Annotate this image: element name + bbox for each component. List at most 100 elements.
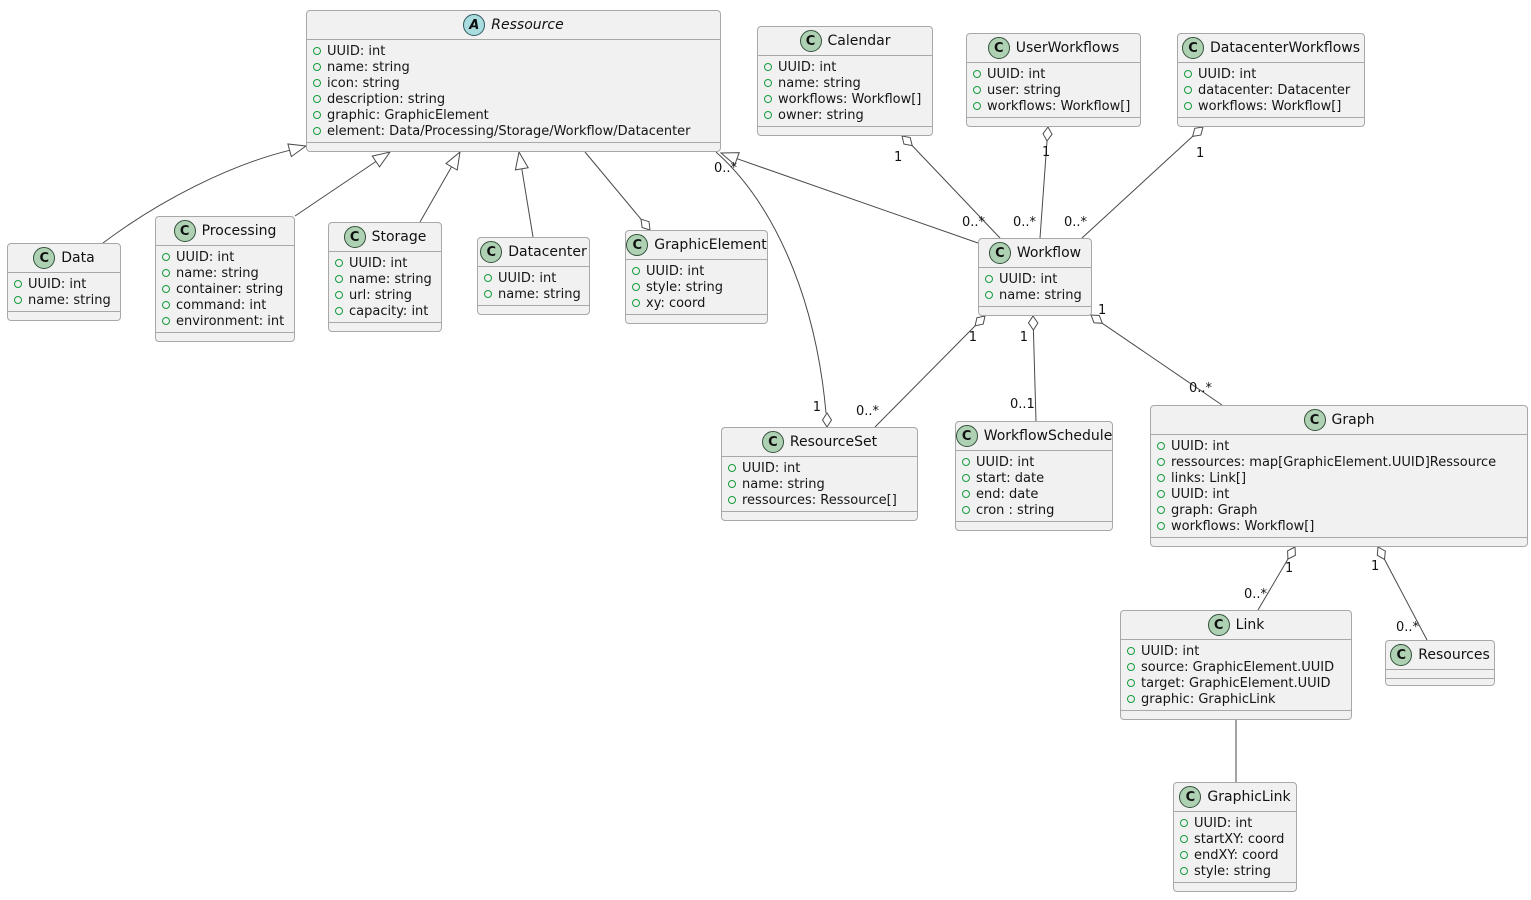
class-attribute-text: UUID: int xyxy=(327,43,386,59)
edge-workflow-has-workflowschedule-aggregation: 10..1 xyxy=(1010,315,1039,422)
aggregation-diamond-icon xyxy=(1027,315,1039,331)
multiplicity-label: 0..* xyxy=(962,215,986,230)
class-methods-compartment xyxy=(722,511,917,520)
field-visibility-icon xyxy=(162,285,170,293)
class-attribute-row: workflows: Workflow[] xyxy=(973,98,1132,114)
class-attribute-row: UUID: int xyxy=(1180,815,1288,831)
class-name: ResourceSet xyxy=(789,434,878,450)
class-attribute-text: style: string xyxy=(646,279,724,295)
class-attribute-row: ressources: Ressource[] xyxy=(728,492,909,508)
class-attribute-row: name: string xyxy=(313,59,712,75)
class-attribute-text: capacity: int xyxy=(349,303,429,319)
class-methods-compartment xyxy=(1386,678,1494,687)
class-attribute-text: name: string xyxy=(999,287,1082,303)
edge-line xyxy=(715,151,827,414)
class-name: Datacenter xyxy=(508,244,587,260)
class-name: Data xyxy=(61,250,95,266)
field-visibility-icon xyxy=(335,259,343,267)
inheritance-triangle-icon xyxy=(371,151,392,168)
edge-line xyxy=(521,168,534,238)
class-attribute-text: workflows: Workflow[] xyxy=(1198,98,1342,114)
class-attribute-text: name: string xyxy=(327,59,410,75)
field-visibility-icon xyxy=(962,506,970,514)
inheritance-triangle-icon xyxy=(514,150,529,171)
class-methods-compartment xyxy=(307,142,720,151)
class-circle-icon: C xyxy=(1181,37,1204,59)
class-attribute-row: name: string xyxy=(764,75,924,91)
multiplicity-label: 1 xyxy=(1285,561,1293,576)
field-visibility-icon xyxy=(162,317,170,325)
class-methods-compartment xyxy=(478,305,589,314)
multiplicity-label: 0..* xyxy=(1189,381,1213,396)
class-circle-icon: C xyxy=(799,30,822,52)
class-attribute-row: xy: coord xyxy=(632,295,759,311)
class-name: Processing xyxy=(201,223,277,239)
class-attribute-text: workflows: Workflow[] xyxy=(987,98,1131,114)
field-visibility-icon xyxy=(1157,490,1165,498)
class-attribute-row: url: string xyxy=(335,287,433,303)
class-attribute-row: description: string xyxy=(313,91,712,107)
class-attribute-text: xy: coord xyxy=(646,295,706,311)
class-attribute-row: style: string xyxy=(1180,863,1288,879)
field-visibility-icon xyxy=(728,480,736,488)
class-attribute-row: UUID: int xyxy=(764,59,924,75)
class-attribute-row: target: GraphicElement.UUID xyxy=(1127,675,1343,691)
field-visibility-icon xyxy=(14,296,22,304)
class-attribute-row: owner: string xyxy=(764,107,924,123)
field-visibility-icon xyxy=(1127,647,1135,655)
class-attribute-text: name: string xyxy=(742,476,825,492)
class-attribute-row: workflows: Workflow[] xyxy=(764,91,924,107)
field-visibility-icon xyxy=(973,86,981,94)
field-visibility-icon xyxy=(313,127,321,135)
class-circle-icon: C xyxy=(988,242,1011,264)
aggregation-diamond-icon xyxy=(1090,314,1104,324)
field-visibility-icon xyxy=(335,307,343,315)
field-visibility-icon xyxy=(162,253,170,261)
class-attribute-text: element: Data/Processing/Storage/Workflo… xyxy=(327,123,691,139)
field-visibility-icon xyxy=(313,63,321,71)
field-visibility-icon xyxy=(985,275,993,283)
class-attribute-row: start: date xyxy=(962,470,1104,486)
field-visibility-icon xyxy=(632,267,640,275)
multiplicity-label: 0..1 xyxy=(1010,397,1035,412)
class-attribute-text: ressources: map[GraphicElement.UUID]Ress… xyxy=(1171,454,1497,470)
class-attribute-text: url: string xyxy=(349,287,413,303)
field-visibility-icon xyxy=(313,47,321,55)
class-attribute-row: UUID: int xyxy=(728,460,909,476)
field-visibility-icon xyxy=(764,79,772,87)
field-visibility-icon xyxy=(632,299,640,307)
field-visibility-icon xyxy=(1157,442,1165,450)
edge-line xyxy=(911,145,1001,239)
field-visibility-icon xyxy=(313,111,321,119)
class-name: GraphicElement xyxy=(654,237,767,253)
inheritance-triangle-icon xyxy=(719,152,740,166)
class-attribute-text: graphic: GraphicLink xyxy=(1141,691,1276,707)
field-visibility-icon xyxy=(1184,70,1192,78)
class-attribute-row: UUID: int xyxy=(484,270,581,286)
field-visibility-icon xyxy=(1180,819,1188,827)
class-methods-compartment xyxy=(1178,117,1364,126)
field-visibility-icon xyxy=(313,95,321,103)
class-attribute-text: graph: Graph xyxy=(1171,502,1258,518)
class-attribute-row: workflows: Workflow[] xyxy=(1157,518,1519,534)
edge-storage-extends-ressource-inheritance xyxy=(419,150,461,223)
aggregation-diamond-icon xyxy=(1376,546,1386,561)
edge-userworkflows-has-workflows-aggregation: 10..* xyxy=(1013,126,1053,239)
field-visibility-icon xyxy=(728,496,736,504)
class-attribute-text: name: string xyxy=(28,292,111,308)
class-attribute-row: graphic: GraphicElement xyxy=(313,107,712,123)
field-visibility-icon xyxy=(764,111,772,119)
edge-line xyxy=(294,161,377,217)
